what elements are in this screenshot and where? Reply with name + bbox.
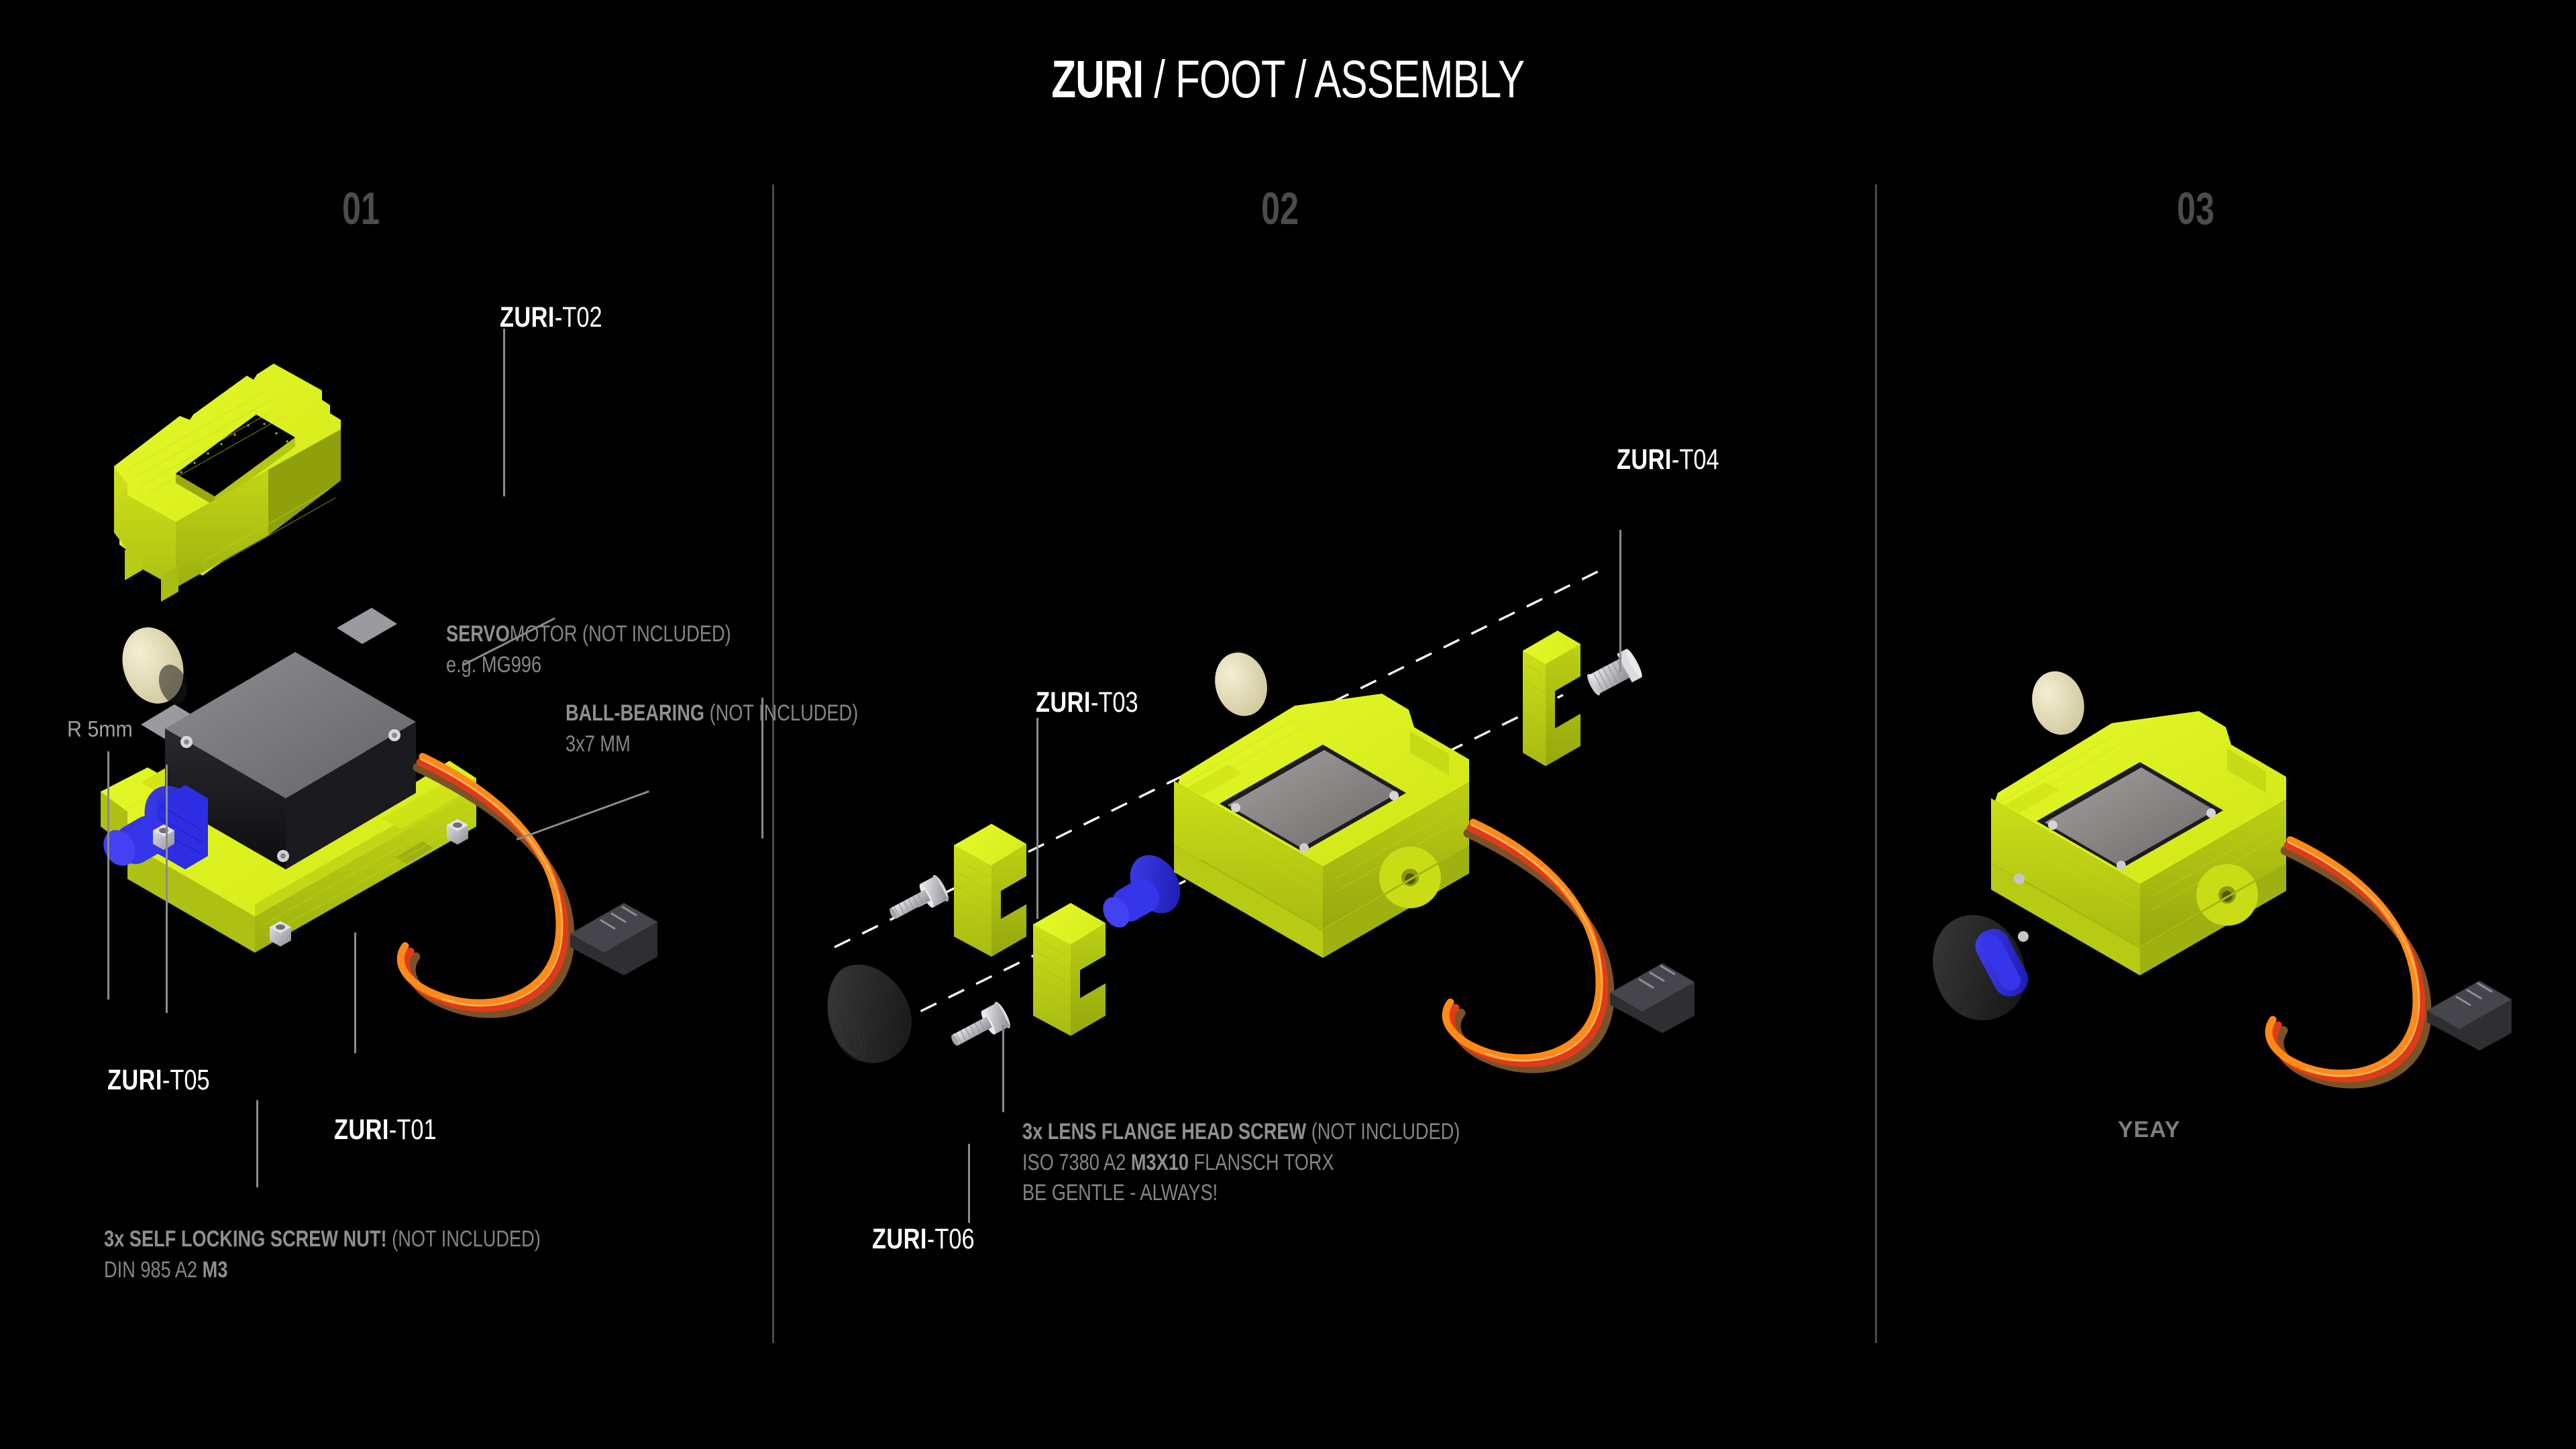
part-servo-cable-step2 — [1442, 818, 1695, 1073]
part-zuri-t02-frame — [114, 364, 341, 602]
dimension-radius: R 5mm — [67, 716, 133, 741]
leader-zuri-t06 — [968, 1144, 970, 1223]
part-bearing-step3 — [2032, 671, 2084, 735]
part-blue-collar-step3 — [1975, 928, 2029, 997]
part-zuri-t06-foot — [827, 964, 912, 1063]
caption-yeay: YEAY — [2118, 1117, 2181, 1142]
note-lens-screw-title-rest: (NOT INCLUDED) — [1306, 1119, 1460, 1144]
leader-zuri-t01 — [354, 932, 356, 1053]
note-screw-nut-standard: DIN 985 A2 — [104, 1256, 203, 1283]
note-screw-nut-title-rest: (NOT INCLUDED) — [386, 1226, 541, 1252]
part-blue-horn-step2 — [1103, 855, 1181, 928]
page-title-rest: / FOOT / ASSEMBLY — [1143, 49, 1525, 109]
leader-screw-nut — [256, 1100, 258, 1187]
leader-zuri-t05 — [166, 765, 168, 1013]
part-cable-step3 — [2265, 836, 2512, 1089]
note-servomotor-title-rest: MOTOR (NOT INCLUDED) — [509, 621, 731, 647]
part-zuri-t04-bracket — [1523, 631, 1580, 766]
label-zuri-t05: ZURI-T05 — [107, 1066, 210, 1095]
note-screw-nut-size: M3 — [202, 1256, 228, 1283]
step-number-01: 01 — [342, 183, 380, 234]
leader-zuri-t02 — [503, 329, 505, 496]
label-zuri-t03-code: -T03 — [1090, 686, 1138, 718]
step-divider-2 — [1875, 184, 1877, 1343]
part-ball-bearing — [122, 627, 188, 704]
note-lens-screw-size: M3X10 — [1130, 1149, 1189, 1175]
note-lens-screw-type: FLANSCH TORX — [1189, 1149, 1334, 1175]
note-ball-bearing-spec: 3x7 MM — [566, 731, 631, 757]
part-ball-bearing-step2 — [1215, 652, 1267, 716]
label-zuri-t05-brand: ZURI — [107, 1064, 162, 1096]
note-servomotor: SERVOMOTOR (NOT INCLUDED) e.g. MG996 — [446, 619, 731, 680]
note-lens-screw-standard: ISO 7380 A2 — [1022, 1149, 1131, 1175]
label-zuri-t04-brand: ZURI — [1617, 443, 1672, 476]
label-zuri-t02: ZURI-T02 — [500, 303, 602, 332]
note-lens-screw-warning: BE GENTLE - ALWAYS! — [1022, 1180, 1218, 1206]
label-zuri-t06-brand: ZURI — [872, 1223, 927, 1255]
note-servomotor-spec: e.g. MG996 — [446, 651, 542, 678]
note-ball-bearing: BALL-BEARING (NOT INCLUDED) 3x7 MM — [566, 698, 858, 759]
label-zuri-t02-brand: ZURI — [500, 301, 555, 333]
label-zuri-t03-brand: ZURI — [1036, 686, 1091, 718]
label-zuri-t04-code: -T04 — [1671, 443, 1719, 476]
step-divider-1 — [772, 184, 774, 1343]
leader-ball-bearing-stub — [761, 698, 763, 839]
part-servo-motor — [141, 608, 416, 869]
note-ball-bearing-title-rest: (NOT INCLUDED) — [704, 700, 859, 726]
part-assembled-body-step3 — [1991, 711, 2286, 975]
note-servomotor-title: SERVO — [446, 621, 510, 647]
label-zuri-t05-code: -T05 — [162, 1064, 210, 1096]
label-zuri-t01-brand: ZURI — [334, 1114, 389, 1146]
label-zuri-t02-code: -T02 — [554, 301, 602, 333]
label-zuri-t06-code: -T06 — [926, 1223, 975, 1255]
label-zuri-t03: ZURI-T03 — [1036, 688, 1138, 717]
part-assembled-body-step2 — [1174, 694, 1469, 958]
part-servo-cable — [396, 753, 657, 1018]
note-screw-nut: 3x SELF LOCKING SCREW NUT! (NOT INCLUDED… — [104, 1224, 541, 1285]
leader-zuri-t04 — [1619, 530, 1621, 672]
step-number-02: 02 — [1261, 183, 1299, 234]
note-ball-bearing-title: BALL-BEARING — [566, 700, 705, 726]
leader-r-dimension — [107, 751, 109, 1000]
label-zuri-t04: ZURI-T04 — [1617, 445, 1719, 474]
label-zuri-t01: ZURI-T01 — [334, 1116, 437, 1144]
part-zuri-t03-brackets — [954, 824, 1106, 1036]
assembly-axis-lines — [834, 568, 1604, 1040]
leader-zuri-t03 — [1036, 718, 1038, 919]
page-header: ZURI / FOOT / ASSEMBLY — [0, 52, 2576, 105]
part-t04-screw — [1587, 649, 1642, 696]
leader-lens-screw — [1002, 1025, 1004, 1112]
page-title: ZURI / FOOT / ASSEMBLY — [1051, 52, 1525, 105]
note-screw-nut-title: 3x SELF LOCKING SCREW NUT! — [104, 1226, 387, 1252]
step-number-03: 03 — [2177, 183, 2214, 234]
label-zuri-t06: ZURI-T06 — [872, 1225, 975, 1254]
note-lens-flange-screw: 3x LENS FLANGE HEAD SCREW (NOT INCLUDED)… — [1022, 1117, 1460, 1209]
note-lens-screw-title: 3x LENS FLANGE HEAD SCREW — [1022, 1119, 1307, 1144]
page-title-brand: ZURI — [1051, 49, 1144, 109]
label-zuri-t01-code: -T01 — [388, 1114, 437, 1146]
